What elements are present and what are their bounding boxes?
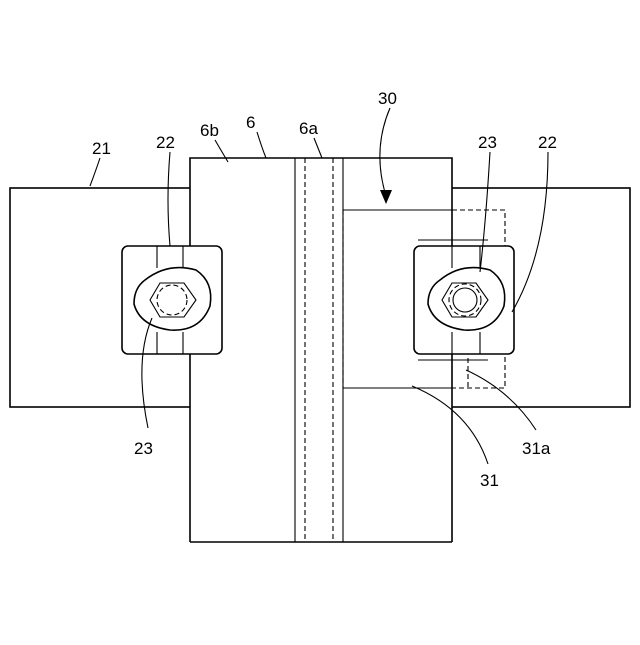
label-6a: 6a (299, 119, 318, 138)
right-clamp-assembly (414, 240, 514, 360)
label-21: 21 (92, 139, 111, 158)
label-22-left: 22 (156, 133, 175, 152)
label-23-left: 23 (134, 439, 153, 458)
label-30: 30 (378, 89, 397, 108)
leader-6a (314, 138, 322, 158)
leader-22-left (168, 152, 170, 246)
label-31: 31 (480, 471, 499, 490)
leader-6 (257, 132, 266, 158)
column-fill (190, 158, 452, 542)
left-clamp-assembly (122, 246, 222, 354)
vertical-column (190, 158, 452, 542)
label-6b: 6b (200, 121, 219, 140)
label-23-right: 23 (478, 133, 497, 152)
label-6: 6 (246, 113, 255, 132)
label-31a: 31a (522, 439, 551, 458)
left-clamp-plate (122, 246, 222, 354)
label-22-right: 22 (538, 133, 557, 152)
leader-22-right (512, 152, 548, 312)
leader-31a (466, 370, 536, 430)
leader-21 (90, 158, 100, 186)
